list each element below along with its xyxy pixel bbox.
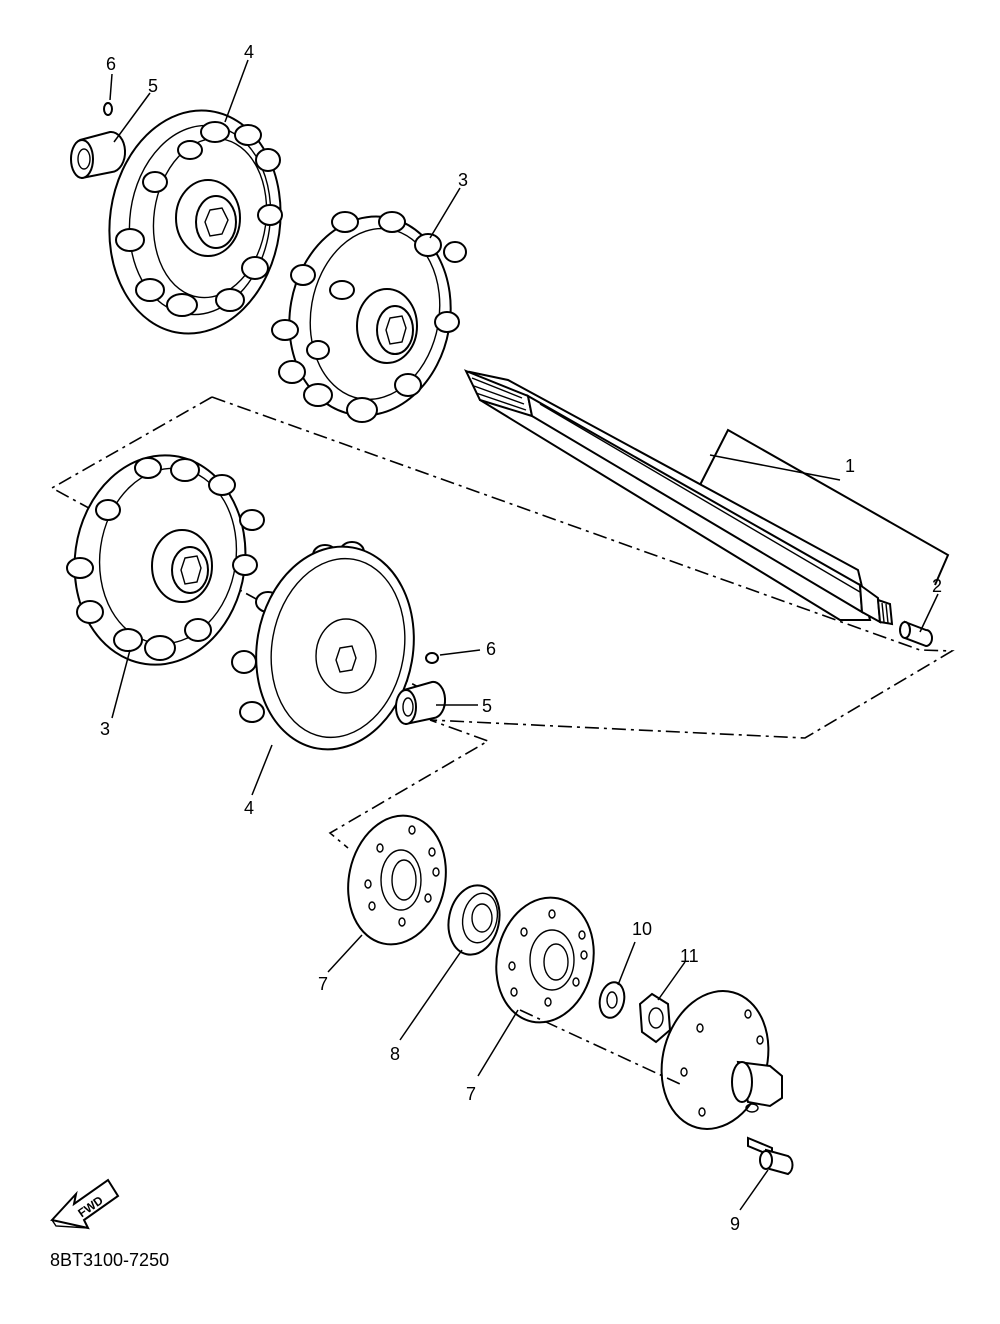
washer: [598, 981, 626, 1019]
bolt: [747, 1136, 794, 1176]
fwd-arrow-icon: FWD: [50, 1178, 120, 1230]
callout-4-top: 4: [244, 42, 254, 62]
shaft-plug: [899, 620, 933, 648]
bearing: [447, 884, 501, 956]
callout-3-top: 3: [458, 170, 468, 190]
axle-flange: [660, 990, 783, 1130]
sprocket-top-right: [271, 211, 467, 423]
collar-top: [70, 130, 127, 180]
clip-top: [103, 102, 113, 116]
nut: [638, 992, 672, 1044]
callout-1: 1: [845, 456, 855, 476]
bearing-plate-right: [495, 896, 595, 1024]
sprocket-lower-left: [66, 454, 265, 666]
bearing-plate-left: [347, 814, 447, 946]
assembly-outline-right: [211, 396, 955, 849]
drive-shaft: [463, 369, 894, 626]
callout-7-left: 7: [318, 974, 328, 994]
part-number: 8BT3100-7250: [50, 1250, 169, 1270]
callout-3-lower: 3: [100, 719, 110, 739]
callout-7-right: 7: [466, 1084, 476, 1104]
callout-2: 2: [932, 576, 942, 596]
leader-lines: [109, 59, 939, 1211]
callout-11: 11: [680, 946, 699, 966]
callout-8: 8: [390, 1044, 400, 1064]
sprocket-wheel-top: [108, 109, 283, 335]
callout-4-lower: 4: [244, 798, 254, 818]
callout-6-top: 6: [106, 54, 116, 74]
bracket-1: [699, 428, 950, 586]
callout-10: 10: [632, 919, 652, 939]
callout-5-top: 5: [148, 76, 158, 96]
collar-lower: [395, 680, 447, 726]
callout-6-lower: 6: [486, 639, 496, 659]
clip-lower: [425, 652, 439, 664]
assembly-line-lower: [519, 1009, 681, 1085]
sprocket-wheel-lower: [231, 541, 415, 751]
callout-labels: 1 2 3 3 4 4 5 5 6 6 7 7 8 9 10 11: [100, 42, 942, 1234]
callout-5-lower: 5: [482, 696, 492, 716]
callout-9: 9: [730, 1214, 740, 1234]
